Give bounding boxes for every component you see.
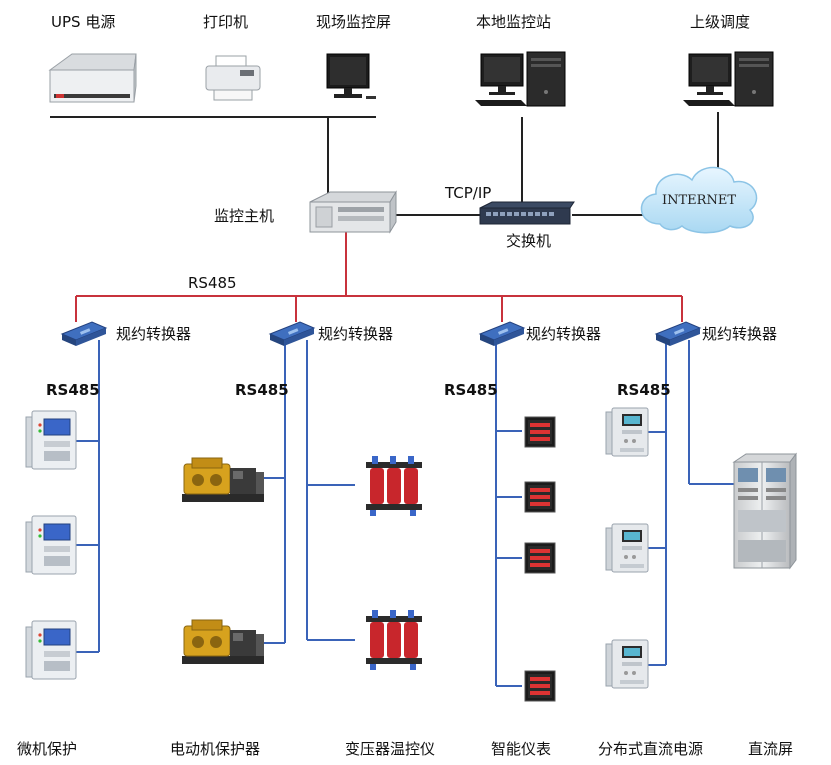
monitor-host-device — [309, 190, 397, 234]
local-station-pc — [474, 51, 566, 107]
printer-device — [205, 55, 261, 101]
smart-meter-label: 智能仪表 — [491, 740, 551, 758]
dc-power-module — [605, 523, 649, 573]
dc-power-module — [605, 639, 649, 689]
monitor-screen-label: 现场监控屏 — [316, 13, 391, 31]
field-bus-lines — [74, 340, 734, 687]
motor-protector-label: 电动机保护器 — [170, 740, 260, 758]
internet-label: INTERNET — [662, 193, 736, 208]
dc-panel-label: 直流屏 — [748, 740, 793, 758]
internet-cloud — [640, 166, 758, 234]
dry-type-transformer — [366, 610, 422, 670]
smart-meter — [524, 416, 556, 448]
monitor-host-label: 监控主机 — [214, 207, 274, 225]
switch-label: 交换机 — [506, 232, 551, 250]
smart-meter — [524, 670, 556, 702]
rs485-label: RS485 — [46, 381, 100, 399]
converter-label: 规约转换器 — [526, 325, 601, 343]
dispatch-pc — [682, 51, 774, 107]
rs485-bus-label: RS485 — [188, 274, 237, 292]
rs485-bus-lines — [75, 232, 683, 322]
motor-generator-set — [181, 619, 265, 665]
ups-device — [48, 53, 137, 103]
protocol-converter — [655, 321, 701, 347]
converter-label: 规约转换器 — [702, 325, 777, 343]
network-lines — [50, 112, 719, 216]
micro-protection-relay — [25, 515, 77, 575]
converter-label: 规约转换器 — [116, 325, 191, 343]
motor-generator-set — [181, 457, 265, 503]
ups-label: UPS 电源 — [51, 13, 115, 31]
micro-protection-label: 微机保护 — [17, 740, 77, 758]
converter-label: 规约转换器 — [318, 325, 393, 343]
local-station-label: 本地监控站 — [476, 13, 551, 31]
dispatch-label: 上级调度 — [690, 13, 750, 31]
dry-type-transformer — [366, 456, 422, 516]
micro-protection-relay — [25, 410, 77, 470]
dc-power-label: 分布式直流电源 — [598, 740, 703, 758]
rs485-label: RS485 — [617, 381, 671, 399]
tcpip-label: TCP/IP — [444, 184, 491, 202]
rs485-label: RS485 — [444, 381, 498, 399]
network-switch — [479, 201, 575, 225]
micro-protection-relay — [25, 620, 77, 680]
rs485-label: RS485 — [235, 381, 289, 399]
protocol-converter — [479, 321, 525, 347]
dc-panel-cabinet — [732, 452, 797, 570]
smart-meter — [524, 481, 556, 513]
dc-power-module — [605, 407, 649, 457]
smart-meter — [524, 542, 556, 574]
transformer-temp-label: 变压器温控仪 — [345, 740, 435, 758]
monitor-screen-device — [326, 53, 376, 99]
printer-label: 打印机 — [203, 13, 248, 31]
